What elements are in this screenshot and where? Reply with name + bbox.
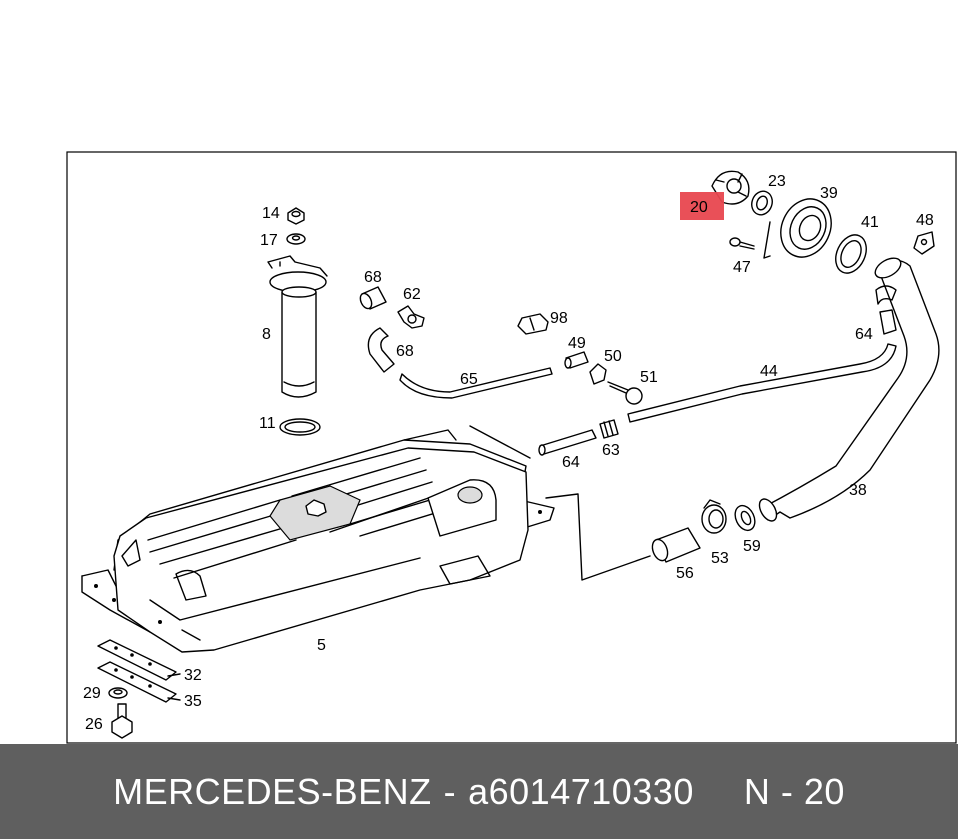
callout-48: 48 bbox=[916, 212, 934, 229]
callout-53: 53 bbox=[711, 550, 729, 567]
part-14-nut[interactable] bbox=[287, 207, 305, 225]
part-50-clamp[interactable] bbox=[589, 363, 607, 385]
callout-64a: 64 bbox=[562, 454, 580, 471]
callout-11: 11 bbox=[259, 415, 276, 432]
part-59-clamp[interactable] bbox=[731, 502, 758, 533]
callout-39: 39 bbox=[820, 185, 838, 202]
part-32-strap[interactable] bbox=[97, 639, 177, 681]
callout-5: 5 bbox=[317, 637, 326, 654]
callout-62: 62 bbox=[403, 286, 421, 303]
callout-64b: 64 bbox=[855, 326, 873, 343]
part-39-filler-cap[interactable] bbox=[763, 191, 840, 266]
callout-35: 35 bbox=[184, 693, 202, 710]
callout-51: 51 bbox=[640, 369, 658, 386]
part-17-washer[interactable] bbox=[286, 233, 306, 245]
part-64-tube-lower[interactable] bbox=[538, 429, 597, 456]
part-29-washer[interactable] bbox=[108, 687, 128, 699]
part-63-connector[interactable] bbox=[599, 419, 619, 439]
callout-98: 98 bbox=[550, 310, 568, 327]
part-5-fuel-tank[interactable] bbox=[81, 429, 555, 653]
leader-32 bbox=[167, 673, 181, 677]
footer-bar: MERCEDES-BENZ - a6014710330 N - 20 bbox=[0, 744, 958, 839]
part-98-clip[interactable] bbox=[517, 313, 549, 335]
part-68-hose-curved[interactable] bbox=[367, 327, 395, 373]
part-23-seal[interactable] bbox=[748, 188, 775, 217]
part-8-fuel-sender[interactable] bbox=[267, 255, 328, 398]
callout-20-highlighted[interactable]: 20 bbox=[690, 199, 708, 216]
part-68-hose-upper[interactable] bbox=[358, 286, 387, 310]
part-56-hose-piece[interactable] bbox=[650, 527, 701, 563]
callout-23: 23 bbox=[768, 173, 786, 190]
part-47-screw[interactable] bbox=[729, 237, 755, 250]
leader-35 bbox=[167, 697, 181, 701]
callout-59: 59 bbox=[743, 538, 761, 555]
callout-50: 50 bbox=[604, 348, 622, 365]
footer-separator: - bbox=[443, 770, 457, 812]
callout-44: 44 bbox=[760, 363, 778, 380]
part-26-bolt[interactable] bbox=[111, 703, 133, 739]
callout-29: 29 bbox=[83, 685, 101, 702]
callout-68b: 68 bbox=[396, 343, 414, 360]
callout-63: 63 bbox=[602, 442, 620, 459]
part-64-tube-upper[interactable] bbox=[879, 309, 897, 335]
part-20-bayonet-ring[interactable] bbox=[711, 170, 750, 205]
part-48-bracket[interactable] bbox=[913, 231, 935, 255]
callout-68a: 68 bbox=[364, 269, 382, 286]
callout-17: 17 bbox=[260, 232, 278, 249]
callout-65: 65 bbox=[460, 371, 478, 388]
callout-41: 41 bbox=[861, 214, 879, 231]
callout-56: 56 bbox=[676, 565, 694, 582]
callout-14: 14 bbox=[262, 205, 280, 222]
callout-49: 49 bbox=[568, 335, 586, 352]
part-65-fuel-line[interactable] bbox=[399, 367, 553, 399]
callout-32: 32 bbox=[184, 667, 202, 684]
diagram-frame bbox=[66, 151, 957, 744]
footer-brand: MERCEDES-BENZ bbox=[113, 770, 432, 812]
footer-position-ref: N - 20 bbox=[743, 770, 845, 812]
part-38-filler-neck[interactable] bbox=[756, 254, 940, 524]
callout-26: 26 bbox=[85, 716, 103, 733]
callout-38: 38 bbox=[849, 482, 867, 499]
part-44-fuel-line[interactable] bbox=[627, 343, 897, 423]
footer-part-number: a6014710330 bbox=[468, 770, 694, 812]
part-53-hose-clamp[interactable] bbox=[701, 499, 727, 534]
part-49-sleeve[interactable] bbox=[564, 351, 589, 369]
part-51-screw[interactable] bbox=[607, 381, 643, 405]
part-11-seal-ring[interactable] bbox=[279, 418, 321, 436]
part-35-strap[interactable] bbox=[97, 661, 177, 703]
part-62-valve[interactable] bbox=[397, 305, 425, 329]
leader-line-tank-filler bbox=[545, 493, 651, 581]
parts-diagram: 14 17 8 11 68 62 68 65 98 49 50 51 64 63… bbox=[66, 151, 957, 744]
leader-line-tank-tube bbox=[469, 425, 531, 459]
callout-8: 8 bbox=[262, 326, 271, 343]
callout-47: 47 bbox=[733, 259, 751, 276]
highlight-box bbox=[680, 192, 724, 220]
part-41-gasket[interactable] bbox=[830, 230, 872, 278]
